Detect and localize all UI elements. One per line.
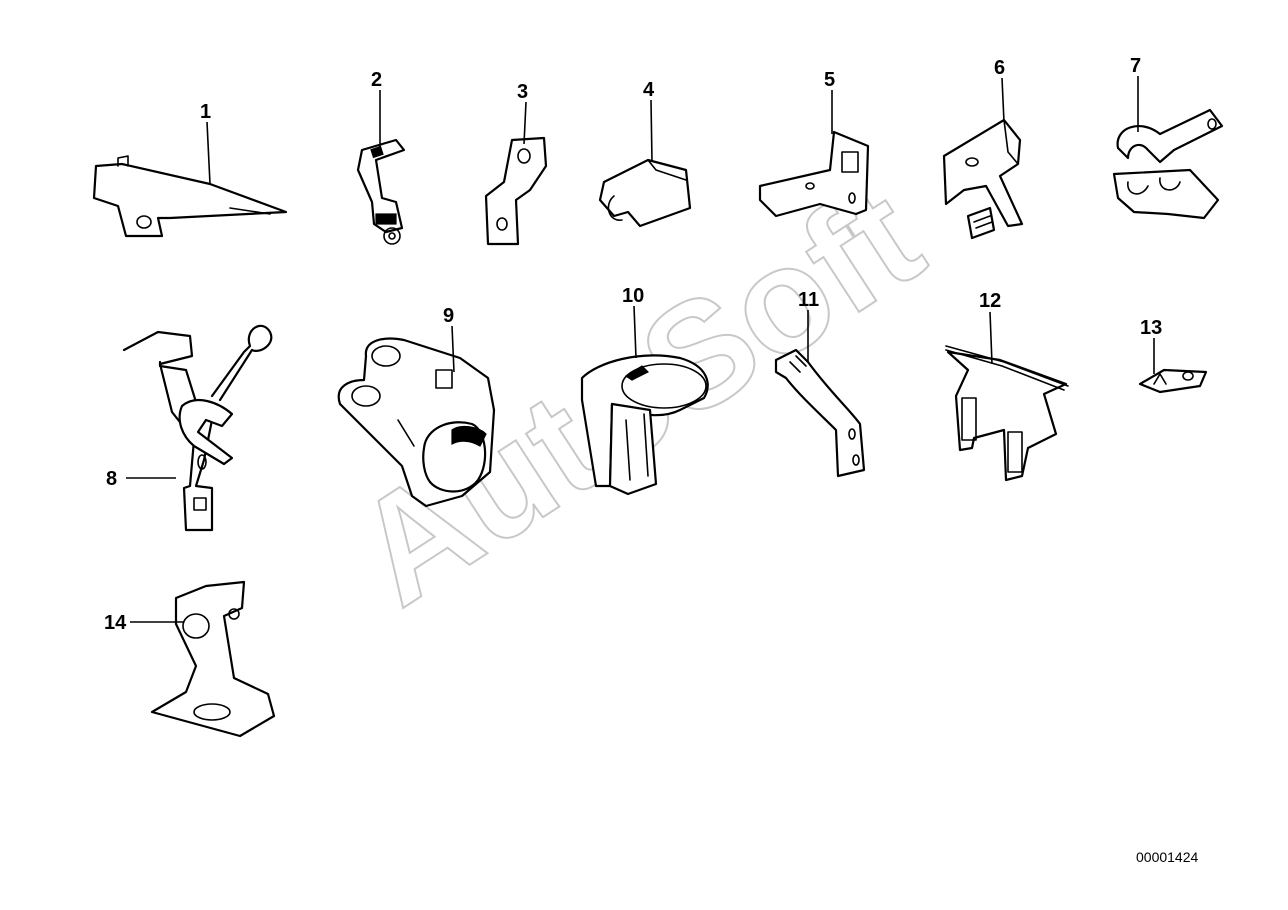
callout-9: 9 <box>443 305 455 373</box>
part-9-bracket[interactable] <box>337 337 496 508</box>
callout-2: 2 <box>371 69 382 148</box>
part-6-bracket[interactable] <box>942 118 1024 240</box>
svg-text:6: 6 <box>994 57 1005 79</box>
callout-3: 3 <box>517 81 528 145</box>
callout-11: 11 <box>798 289 819 362</box>
svg-text:3: 3 <box>517 81 528 103</box>
part-8-bracket[interactable] <box>122 324 273 532</box>
part-7-clip[interactable] <box>1112 108 1224 220</box>
part-4-clip[interactable] <box>598 158 692 228</box>
svg-text:11: 11 <box>798 289 819 311</box>
part-3-bracket[interactable] <box>484 136 548 246</box>
part-12-bracket[interactable] <box>945 345 1069 482</box>
part-2-clip[interactable] <box>356 138 406 245</box>
callout-5: 5 <box>824 69 835 134</box>
svg-text:12: 12 <box>979 290 1001 312</box>
callout-8: 8 <box>106 468 176 490</box>
part-11-strap[interactable] <box>774 348 866 478</box>
svg-text:10: 10 <box>622 285 644 307</box>
callout-13: 13 <box>1140 317 1162 374</box>
callout-14: 14 <box>104 612 184 634</box>
svg-text:1: 1 <box>200 101 211 123</box>
part-1-bracket[interactable] <box>92 155 288 238</box>
svg-text:4: 4 <box>643 79 655 101</box>
svg-text:14: 14 <box>104 612 127 634</box>
callout-1: 1 <box>200 101 211 185</box>
svg-text:8: 8 <box>106 468 117 490</box>
part-13-tab[interactable] <box>1138 368 1208 394</box>
callout-10: 10 <box>622 285 644 359</box>
callout-7: 7 <box>1130 55 1141 132</box>
callout-4: 4 <box>643 79 655 163</box>
part-14-bracket[interactable] <box>150 580 276 738</box>
svg-text:2: 2 <box>371 69 382 91</box>
diagram-id: 00001424 <box>1136 849 1199 865</box>
callout-6: 6 <box>994 57 1005 123</box>
callout-12: 12 <box>979 290 1001 365</box>
svg-text:7: 7 <box>1130 55 1141 77</box>
svg-text:5: 5 <box>824 69 835 91</box>
svg-text:9: 9 <box>443 305 454 327</box>
part-5-bracket[interactable] <box>758 130 870 218</box>
svg-text:13: 13 <box>1140 317 1162 339</box>
part-10-holder[interactable] <box>580 354 709 496</box>
